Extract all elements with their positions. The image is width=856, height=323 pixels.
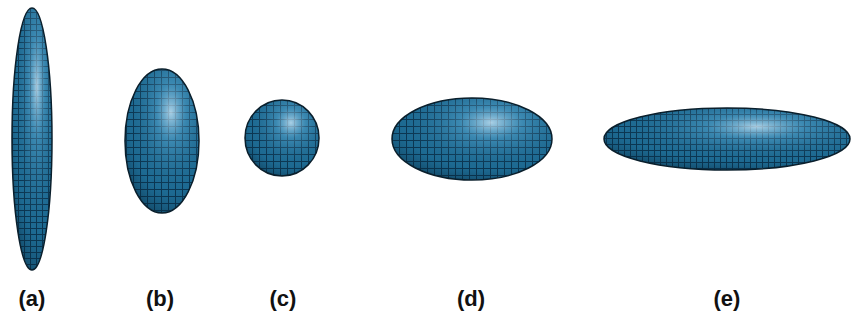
panel-label: (b): [146, 288, 174, 310]
prolate-ellipsoid-b: [125, 69, 199, 213]
oblate-ellipsoid-e: [604, 108, 850, 170]
panel-label: (e): [714, 288, 741, 310]
panel-label: (c): [270, 288, 297, 310]
panel-label: (d): [457, 288, 485, 310]
sphere-c: [245, 100, 319, 176]
oblate-ellipsoid-d: [392, 98, 552, 180]
prolate-ellipsoid-a: [12, 8, 52, 270]
panel-label: (a): [19, 288, 46, 310]
